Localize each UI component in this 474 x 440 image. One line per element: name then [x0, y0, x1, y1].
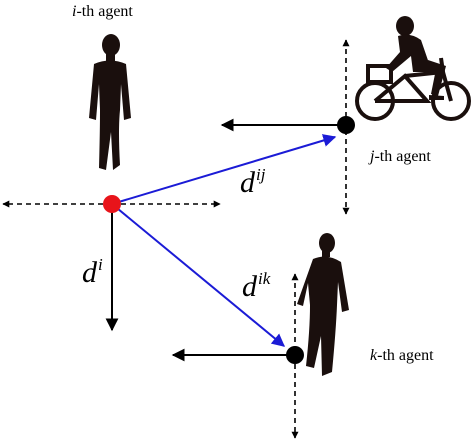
distance-label-d-i: di — [82, 255, 103, 289]
agent-j-label-index: j — [370, 148, 375, 165]
agent-k-label-index: k — [370, 347, 378, 364]
distance-d-i-base: d — [82, 256, 97, 289]
agent-j-dot — [337, 116, 355, 134]
vector-d-ik — [111, 203, 286, 347]
distance-d-ij-sup: ij — [256, 165, 266, 184]
agent-j-cyclist-icon — [355, 16, 471, 121]
agent-i-dot — [103, 195, 121, 213]
distance-d-ij-base: d — [240, 166, 255, 199]
agent-k-dot — [286, 346, 304, 364]
vector-d-ij — [111, 134, 337, 205]
agent-k-label-text: -th agent — [377, 347, 434, 364]
distance-d-i-sup: i — [98, 255, 103, 274]
agent-i-label-text: -th agent — [76, 3, 133, 20]
agent-j-label: j-th agent — [370, 148, 431, 166]
agent-k-walking-person-icon — [297, 233, 349, 376]
agent-k-label: k-th agent — [370, 347, 434, 365]
agent-i-label-index: i — [72, 3, 77, 20]
agent-j-label-text: -th agent — [374, 148, 431, 165]
distance-label-d-ik: dik — [242, 269, 271, 303]
distance-d-ik-base: d — [242, 270, 257, 303]
agent-i-walking-person-icon — [89, 34, 131, 170]
agent-i-label: i-th agent — [72, 3, 133, 21]
distance-label-d-ij: dij — [240, 165, 266, 199]
distance-d-ik-sup: ik — [258, 269, 271, 288]
